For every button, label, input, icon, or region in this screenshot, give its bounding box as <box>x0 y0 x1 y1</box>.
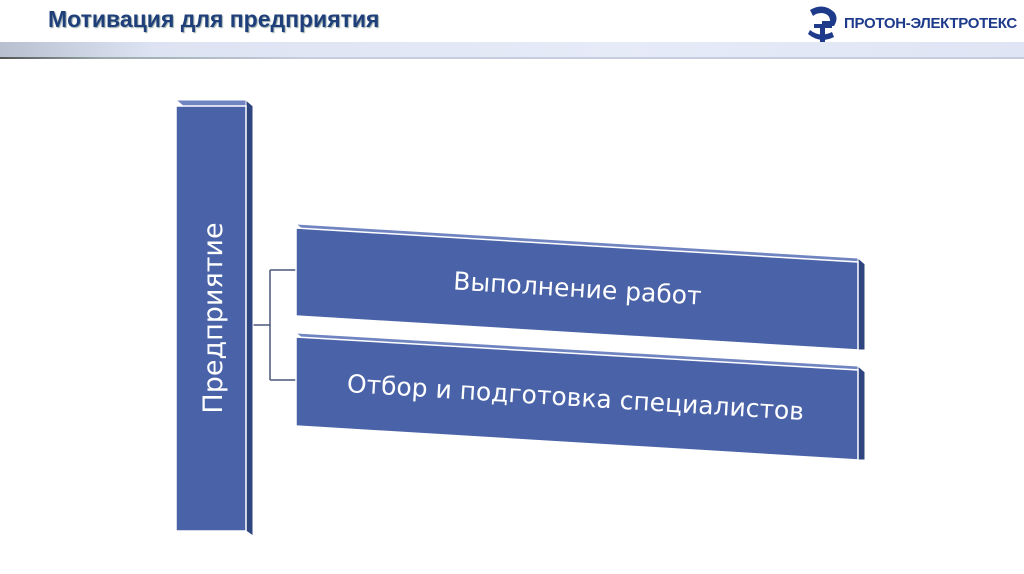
child-node-selection[interactable]: Отбор и подготовка специалистов <box>294 332 867 461</box>
connector-lines <box>252 269 296 381</box>
root-node-label: Предприятие <box>198 222 229 413</box>
company-logo: ПРОТОН-ЭЛЕКТРОТЕКС <box>806 4 1017 42</box>
header-band <box>0 42 1024 58</box>
child-node-work[interactable]: Выполнение работ <box>294 223 867 351</box>
logo-text: ПРОТОН-ЭЛЕКТРОТЕКС <box>844 14 1017 32</box>
root-node[interactable]: Предприятие <box>174 98 255 537</box>
logo-mark-icon <box>808 6 837 42</box>
page-title: Мотивация для предприятия <box>48 6 380 32</box>
header-divider <box>0 57 1024 59</box>
